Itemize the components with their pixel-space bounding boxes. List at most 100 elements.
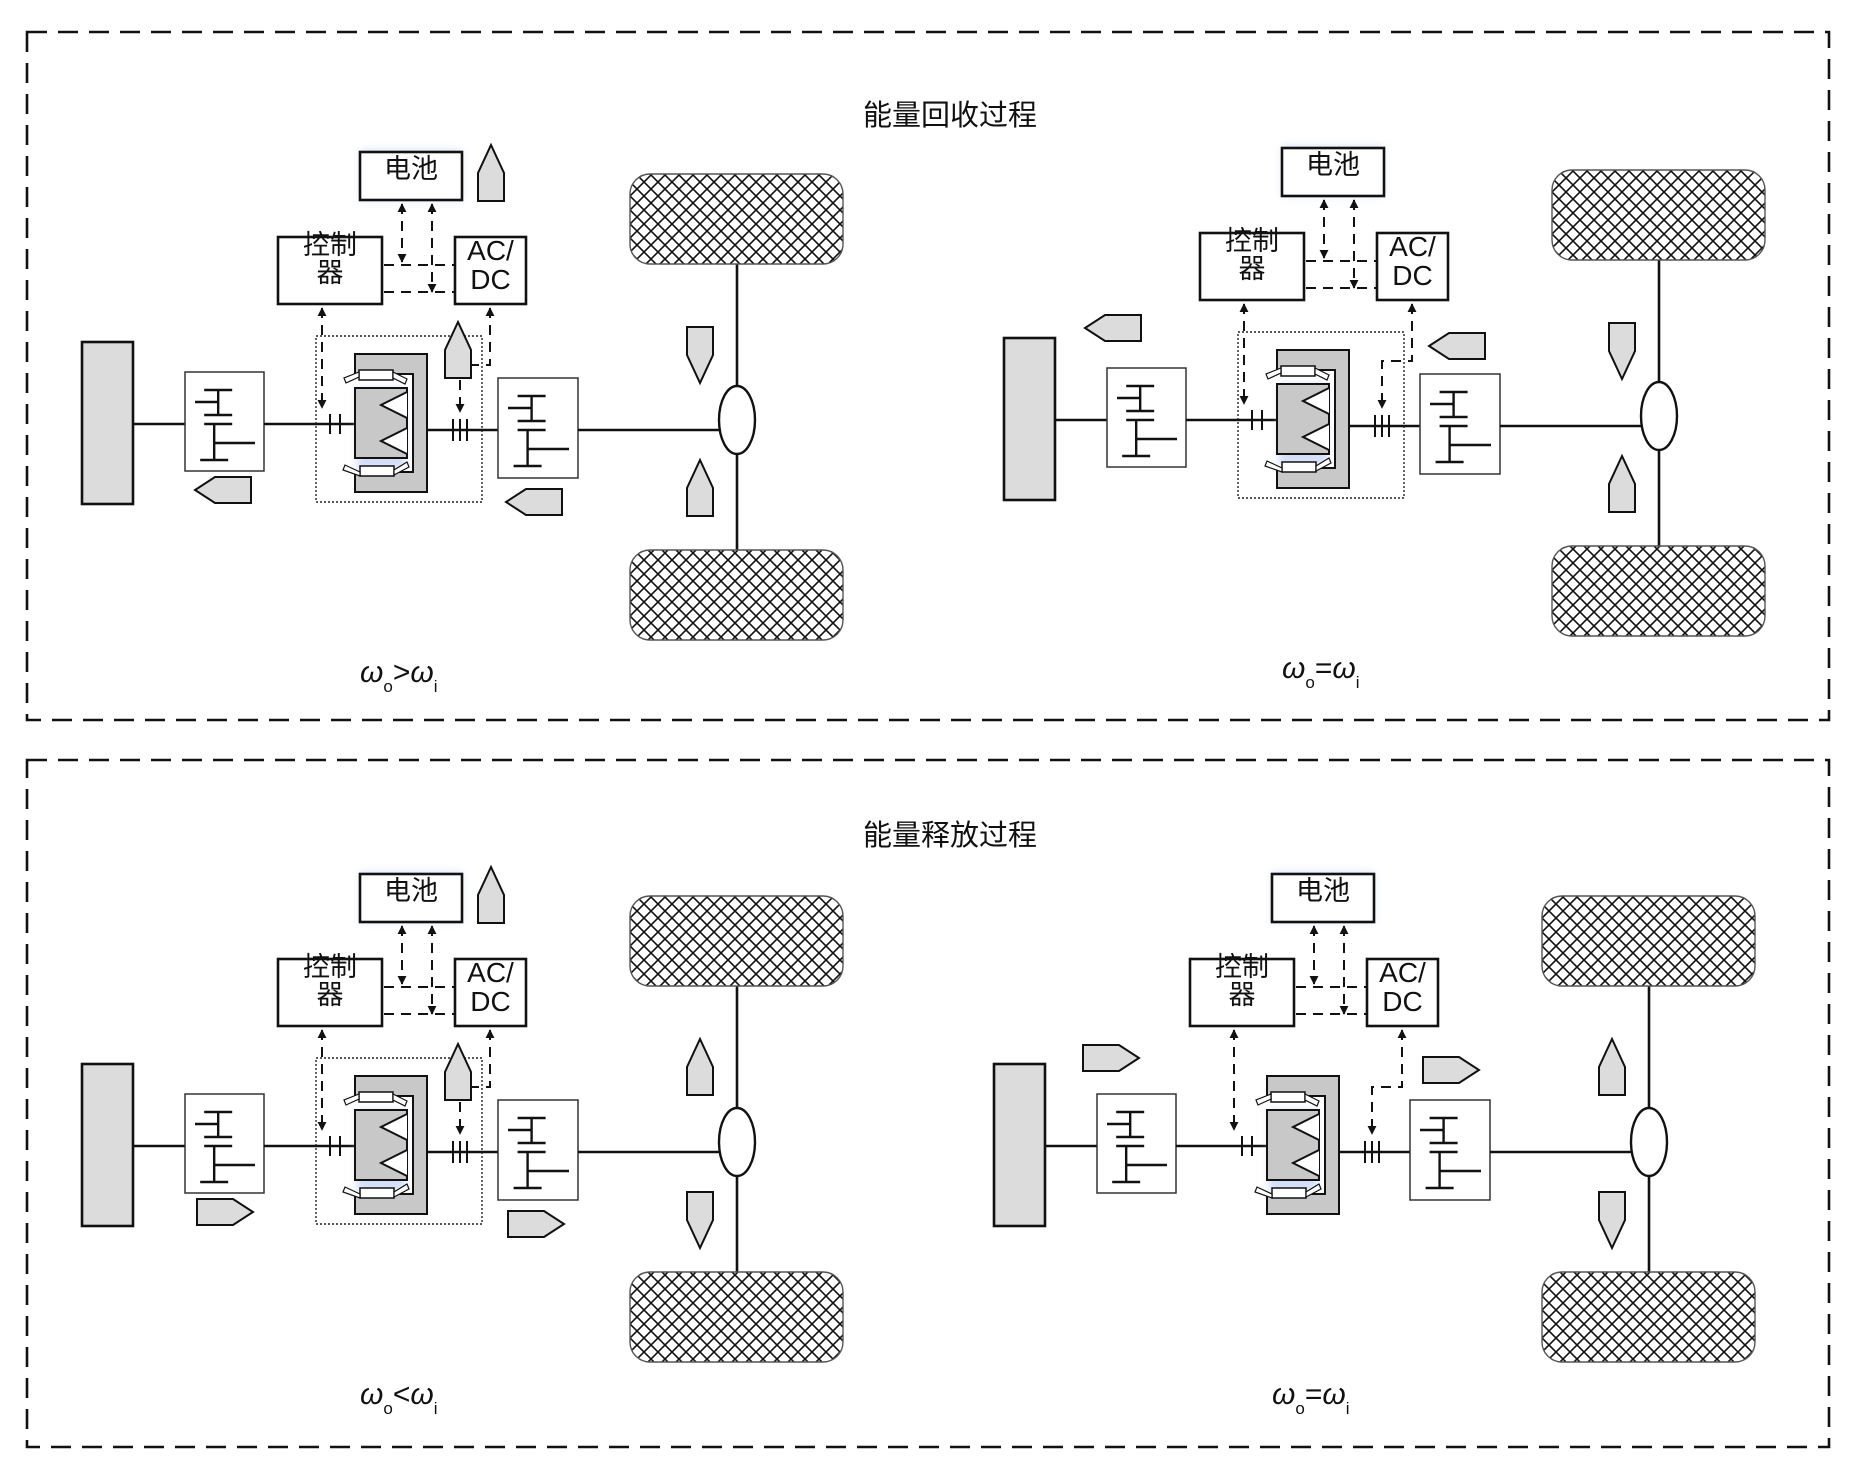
signal-link-converter-output-sensor bbox=[455, 1029, 495, 1135]
converter-label-line: DC bbox=[470, 986, 511, 1018]
omega-input-subscript: i bbox=[433, 677, 438, 696]
roller-pin bbox=[342, 464, 361, 477]
gearbox-housing bbox=[1419, 373, 1501, 475]
engine-block bbox=[1002, 336, 1057, 502]
energy-flow-arrow-axle-upper bbox=[1608, 322, 1636, 382]
energy-flow-arrow-axle-upper bbox=[686, 1036, 714, 1096]
omega-input-symbol: ω bbox=[410, 656, 434, 689]
roller-pin bbox=[1254, 1186, 1273, 1199]
engine-block bbox=[80, 1062, 135, 1228]
energy-flow-arrow-clutch-output bbox=[444, 319, 472, 379]
battery-box bbox=[358, 872, 464, 924]
input-gearbox bbox=[184, 371, 265, 472]
signal-link-converter-output-sensor bbox=[455, 307, 495, 413]
spring-zigzag bbox=[378, 1113, 408, 1177]
roller-pin bbox=[1314, 367, 1330, 381]
energy-flow-arrow-engine-gearbox bbox=[1083, 314, 1142, 342]
battery-box bbox=[1270, 872, 1376, 924]
converter-label-line: AC/ bbox=[467, 235, 514, 266]
converter-label: AC/DC bbox=[455, 958, 526, 1017]
output-gearbox bbox=[1419, 373, 1501, 475]
converter-label-line: AC/ bbox=[1389, 231, 1436, 262]
roller-pin bbox=[393, 461, 410, 476]
spring-zigzag bbox=[1300, 387, 1330, 451]
roller-pin bbox=[343, 371, 360, 384]
roller-pin bbox=[342, 1186, 361, 1199]
omega-output-symbol: ω bbox=[1282, 652, 1306, 685]
engine-block bbox=[992, 1062, 1047, 1228]
converter-label-line: DC bbox=[1382, 986, 1423, 1018]
roller-pin bbox=[1315, 457, 1332, 472]
spring-zigzag bbox=[1290, 1113, 1320, 1177]
battery-label: 电池 bbox=[1282, 151, 1384, 180]
tire-upper bbox=[1551, 169, 1766, 261]
controller-box bbox=[1188, 957, 1296, 1028]
roller-pin bbox=[393, 1183, 410, 1198]
gearbox-housing bbox=[1096, 1093, 1177, 1194]
energy-flow-arrow-axle-upper bbox=[686, 326, 714, 386]
converter-label-line: DC bbox=[1392, 260, 1433, 292]
roller-pin bbox=[1305, 1183, 1322, 1198]
speed-condition-label: ωo=ωi bbox=[1272, 1378, 1350, 1419]
speed-condition-label: ωo>ωi bbox=[360, 656, 438, 697]
controller-label-line: 控制 bbox=[303, 952, 357, 983]
roller-bottom bbox=[359, 465, 395, 477]
energy-flow-arrow-battery-side bbox=[477, 864, 505, 924]
energy-flow-arrow-axle-lower bbox=[1598, 1191, 1626, 1251]
energy-flow-arrow-output-gearbox bbox=[1427, 332, 1486, 360]
controller-label-line: 控制 bbox=[303, 230, 357, 261]
overrunning-clutch bbox=[1254, 1075, 1340, 1215]
energy-flow-arrow-axle-lower bbox=[686, 1191, 714, 1251]
converter-box bbox=[453, 957, 528, 1028]
panel-border bbox=[25, 30, 1831, 722]
clutch-unit-enclosure bbox=[315, 1057, 483, 1225]
omega-output-subscript: o bbox=[383, 677, 393, 696]
tire-lower bbox=[629, 1271, 844, 1363]
tire-upper bbox=[629, 173, 844, 265]
panel-title: 能量回收过程 bbox=[862, 98, 1038, 132]
gearbox-housing bbox=[497, 377, 579, 479]
output-gearbox bbox=[497, 1099, 579, 1201]
output-gearbox bbox=[497, 377, 579, 479]
converter-label: AC/DC bbox=[1377, 232, 1448, 291]
tire-upper bbox=[629, 895, 844, 987]
omega-output-subscript: o bbox=[383, 1399, 393, 1418]
roller-pin bbox=[1265, 367, 1282, 380]
controller-label: 控制器 bbox=[278, 952, 382, 1012]
roller-top bbox=[1280, 365, 1316, 377]
roller-bottom bbox=[1271, 1187, 1307, 1199]
process-panel bbox=[25, 30, 1831, 722]
controller-box bbox=[276, 235, 384, 306]
drivetrain-diagram bbox=[80, 142, 844, 641]
omega-input-subscript: i bbox=[1355, 673, 1360, 692]
engine-block bbox=[80, 340, 135, 506]
converter-box bbox=[1375, 231, 1450, 302]
overrunning-clutch bbox=[342, 353, 428, 493]
battery-box bbox=[358, 150, 464, 202]
energy-flow-arrow-clutch-output bbox=[444, 1041, 472, 1101]
roller-pin bbox=[1304, 1093, 1320, 1107]
energy-flow-arrow-engine-gearbox bbox=[1082, 1044, 1141, 1072]
controller-label-line: 器 bbox=[316, 980, 344, 1012]
battery-label-line: 电池 bbox=[384, 876, 438, 907]
comparison-operator: = bbox=[1314, 652, 1333, 685]
speed-condition-label: ωo<ωi bbox=[360, 1378, 438, 1419]
energy-flow-arrow-axle-upper bbox=[1598, 1036, 1626, 1096]
roller-pin bbox=[1255, 1093, 1272, 1106]
energy-flow-arrow-output-gearbox bbox=[1422, 1056, 1481, 1084]
battery-label-line: 电池 bbox=[1296, 876, 1350, 907]
roller-pin bbox=[392, 371, 408, 385]
omega-output-subscript: o bbox=[1305, 673, 1315, 692]
battery-label: 电池 bbox=[1272, 876, 1374, 907]
drivetrain-diagram bbox=[992, 872, 1756, 1363]
signal-link-converter-output-sensor bbox=[1367, 1029, 1407, 1135]
controller-label: 控制器 bbox=[278, 230, 382, 289]
tire-lower bbox=[1551, 545, 1766, 637]
converter-label-line: DC bbox=[470, 264, 511, 296]
energy-flow-arrow-engine-gearbox bbox=[193, 476, 252, 504]
tire-lower bbox=[1541, 1271, 1756, 1363]
input-gearbox bbox=[184, 1093, 265, 1194]
omega-input-symbol: ω bbox=[1332, 652, 1356, 685]
battery-label: 电池 bbox=[360, 876, 462, 907]
drivetrain-diagram bbox=[1002, 146, 1766, 637]
